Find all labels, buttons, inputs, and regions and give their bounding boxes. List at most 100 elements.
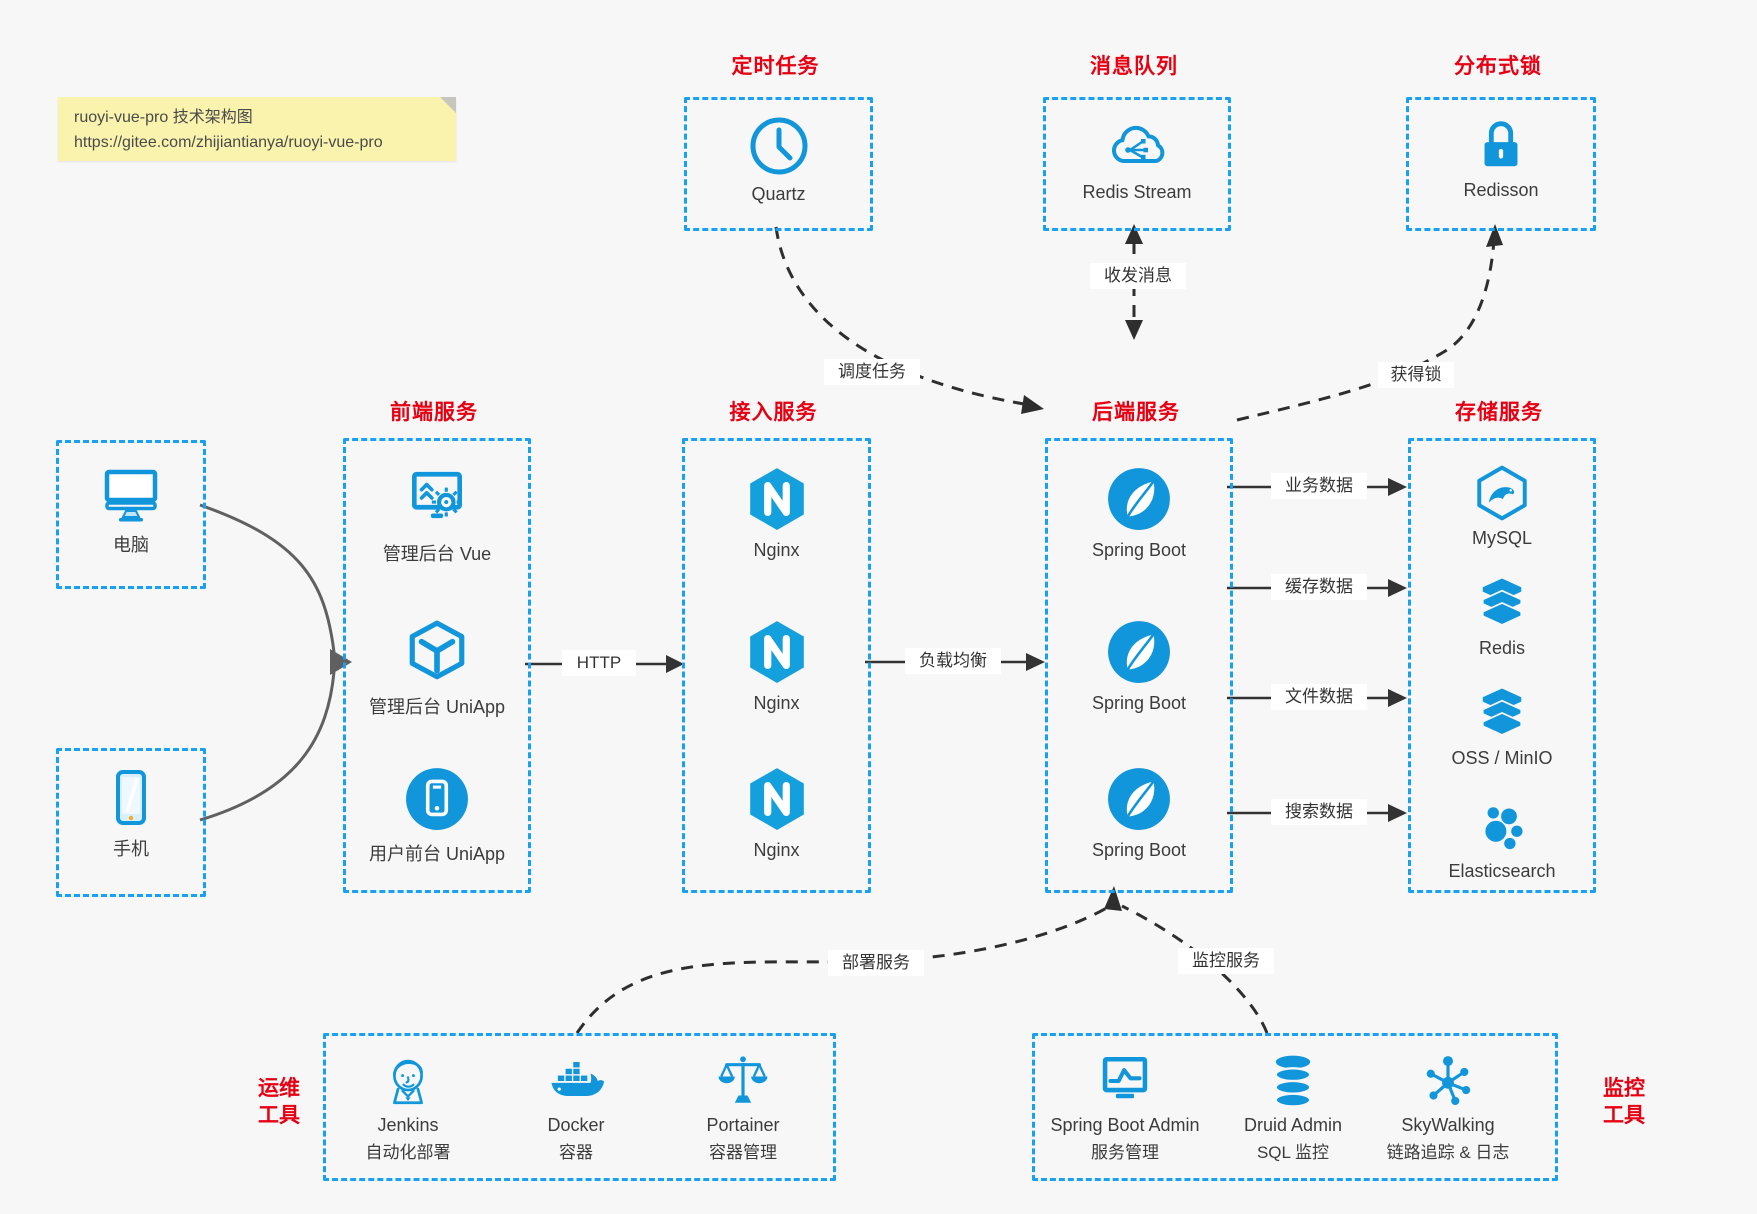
frontend-item-vue: 管理后台 Vue (346, 466, 528, 566)
storage-item-redis: Redis (1411, 575, 1593, 659)
note-title: ruoyi-vue-pro 技术架构图 (74, 109, 253, 126)
ops-title-line1: 运维 (258, 1077, 300, 1100)
nginx-label-1: Nginx (753, 540, 800, 560)
note-fold-corner (440, 97, 456, 113)
nginx-icon (749, 468, 804, 530)
deploy-edge-label: 部署服务 (828, 950, 924, 976)
backend-item-spring-1: Spring Boot (1048, 466, 1230, 561)
mysql-icon (1477, 465, 1527, 521)
frontend-uniapp-user-label: 用户前台 UniApp (368, 844, 506, 864)
lock-edge-label: 获得锁 (1378, 362, 1454, 388)
monitor-item-sba: Spring Boot Admin 服务管理 (1035, 1052, 1215, 1163)
spring-boot-label-1: Spring Boot (1091, 540, 1187, 560)
monitor-tools-title: 监控 工具 (1583, 1075, 1665, 1129)
nginx-icon (749, 621, 804, 683)
phone-label: 手机 (113, 839, 149, 859)
business-data-label: 业务数据 (1271, 473, 1367, 499)
portainer-label: Portainer (706, 1115, 780, 1135)
group-quartz: Quartz (684, 97, 873, 231)
monitor-title-line2: 工具 (1603, 1104, 1645, 1127)
title-access: 接入服务 (729, 401, 818, 424)
ops-item-portainer: Portainer 容器管理 (673, 1052, 813, 1163)
storage-item-elasticsearch: Elasticsearch (1411, 798, 1593, 882)
client-pc-box: 电脑 (56, 440, 206, 589)
access-item-nginx-3: Nginx (685, 766, 868, 861)
ops-item-docker: Docker 容器 (506, 1052, 646, 1163)
ops-title-line2: 工具 (258, 1104, 300, 1127)
access-box: Nginx Nginx Nginx (682, 438, 871, 893)
storage-box: MySQL Redis OSS / MinIO (1408, 438, 1596, 893)
edge-monitor-service (1104, 886, 1269, 1034)
clock-icon (750, 117, 807, 175)
storage-item-mysql: MySQL (1411, 465, 1593, 549)
frontend-box: 管理后台 Vue 管理后台 UniApp 用户前台 UniApp (343, 438, 531, 893)
redis-layers-icon (1481, 578, 1523, 626)
frontend-uniapp-admin-label: 管理后台 UniApp (368, 697, 506, 717)
druid-sublabel: SQL 监控 (1256, 1143, 1330, 1162)
backend-box: Spring Boot Spring Boot Spring Boot (1045, 438, 1233, 893)
schedule-edge-label: 调度任务 (824, 359, 920, 385)
frontend-item-uniapp-admin: 管理后台 UniApp (346, 619, 528, 719)
note-url: https://gitee.com/zhijiantianya/ruoyi-vu… (74, 134, 383, 151)
monitor-item-druid: Druid Admin SQL 监控 (1218, 1052, 1368, 1163)
jenkins-sublabel: 自动化部署 (365, 1143, 451, 1162)
cache-data-label: 缓存数据 (1271, 574, 1367, 600)
spring-boot-icon (1108, 621, 1170, 683)
oss-layers-icon (1481, 688, 1523, 736)
druid-icon (1274, 1055, 1312, 1108)
cloud-network-icon (1112, 125, 1165, 163)
portainer-sublabel: 容器管理 (709, 1143, 777, 1162)
monitor-title-line1: 监控 (1603, 1077, 1645, 1100)
quartz-label: Quartz (751, 184, 806, 204)
skywalking-sublabel: 链路追踪 & 日志 (1386, 1143, 1510, 1162)
access-item-nginx-1: Nginx (685, 466, 868, 561)
spring-boot-icon (1108, 768, 1170, 830)
mysql-label: MySQL (1471, 528, 1532, 548)
group-redis-stream: Redis Stream (1043, 97, 1231, 231)
sba-label: Spring Boot Admin (1050, 1115, 1200, 1135)
docker-sublabel: 容器 (559, 1143, 593, 1162)
docker-label: Docker (547, 1115, 605, 1135)
ops-item-jenkins: Jenkins 自动化部署 (338, 1052, 478, 1163)
backend-item-spring-3: Spring Boot (1048, 766, 1230, 861)
load-balance-edge-label: 负载均衡 (905, 648, 1001, 674)
sba-sublabel: 服务管理 (1091, 1143, 1159, 1162)
monitor-item-skywalking: SkyWalking 链路追踪 & 日志 (1348, 1052, 1548, 1163)
skywalking-label: SkyWalking (1401, 1115, 1495, 1135)
message-edge-label: 收发消息 (1090, 263, 1186, 289)
title-message-queue: 消息队列 (1090, 55, 1178, 78)
nginx-label-3: Nginx (753, 840, 800, 860)
backend-item-spring-2: Spring Boot (1048, 619, 1230, 714)
oss-minio-label: OSS / MinIO (1451, 748, 1553, 768)
ops-tools-title: 运维 工具 (238, 1075, 320, 1129)
title-frontend: 前端服务 (390, 401, 478, 424)
monitor-icon (104, 469, 158, 522)
monitor-edge-label: 监控服务 (1178, 948, 1274, 974)
frontend-item-uniapp-user: 用户前台 UniApp (346, 766, 528, 866)
redis-label: Redis (1478, 638, 1526, 658)
admin-vue-icon (411, 471, 463, 519)
client-phone-box: 手机 (56, 748, 206, 897)
nginx-icon (749, 768, 804, 830)
elasticsearch-icon (1485, 807, 1523, 850)
uniapp-user-icon (406, 768, 468, 830)
frontend-vue-label: 管理后台 Vue (382, 544, 492, 564)
jenkins-label: Jenkins (377, 1115, 439, 1135)
http-edge-label: HTTP (562, 650, 636, 676)
access-item-nginx-2: Nginx (685, 619, 868, 714)
edge-schedule-task (774, 226, 1044, 414)
search-data-label: 搜索数据 (1271, 799, 1367, 825)
ops-tools-box: Jenkins 自动化部署 Docker 容器 (323, 1033, 836, 1181)
edge-message-queue (1125, 224, 1143, 340)
file-data-label: 文件数据 (1271, 684, 1367, 710)
jenkins-icon (393, 1059, 423, 1105)
lock-icon (1484, 121, 1518, 167)
title-scheduled-task: 定时任务 (731, 55, 820, 78)
springboot-admin-icon (1102, 1056, 1148, 1099)
elasticsearch-label: Elasticsearch (1448, 861, 1556, 881)
group-redisson: Redisson (1406, 97, 1596, 231)
spring-boot-icon (1108, 468, 1170, 530)
docker-icon (551, 1061, 605, 1096)
druid-label: Druid Admin (1243, 1115, 1343, 1135)
